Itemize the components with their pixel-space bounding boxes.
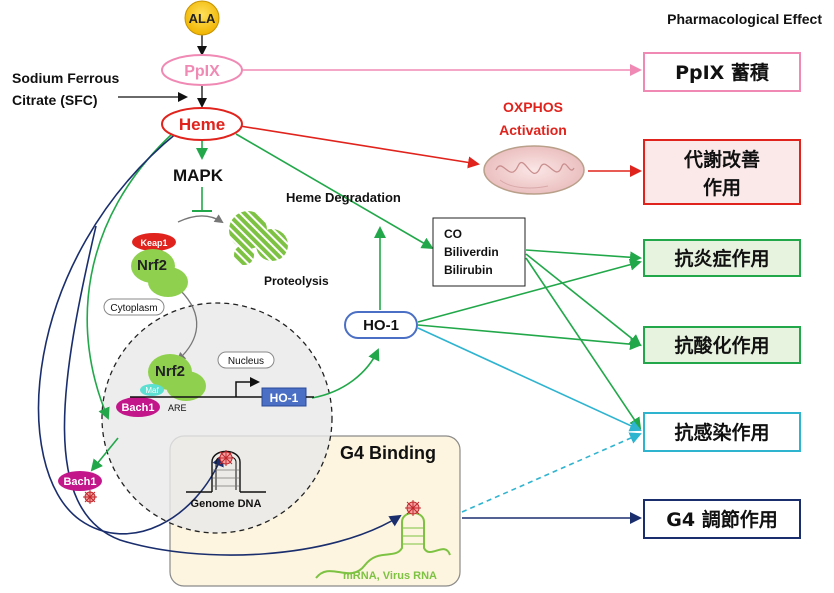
arrow-heme-oxphos	[239, 125, 480, 169]
effect-box-g4	[643, 499, 801, 539]
arrow-ho1-antioxid	[417, 324, 642, 351]
arrow-ho1-antiinfect	[417, 327, 642, 432]
mitochondrion-icon	[483, 145, 585, 195]
genome-dna-label: Genome DNA	[191, 498, 262, 510]
product-co: CO	[444, 227, 462, 241]
effect-g4-label: G4 調節作用	[666, 508, 777, 531]
g4-binding-title: G4 Binding	[340, 443, 436, 463]
cytoplasm-label: Cytoplasm	[110, 303, 157, 314]
effect-box-antiinflammatory	[643, 239, 801, 277]
arrow-keap1-proteolysis	[177, 214, 224, 224]
effect-box-ppix	[643, 52, 801, 92]
arrow-gene-ho1	[311, 348, 380, 399]
proteolysis-icon	[229, 211, 288, 265]
effect-box-metabolic	[643, 139, 801, 205]
product-biliverdin: Biliverdin	[444, 245, 499, 259]
effect-antiinflammatory-label: 抗炎症作用	[674, 247, 769, 270]
arrow-g4-antiinfect	[461, 432, 642, 513]
proteolysis-label: Proteolysis	[264, 274, 329, 288]
genome-dna-g4-icon	[186, 450, 266, 493]
nrf2-cyto-label: Nrf2	[137, 257, 167, 274]
header-title: Pharmacological Effect	[667, 11, 822, 27]
sfc-label-line1: Sodium Ferrous	[12, 70, 120, 86]
effect-box-antiinfection	[643, 412, 801, 452]
arrow-heme-rna-g4	[63, 225, 402, 556]
mapk-label: MAPK	[173, 166, 224, 185]
heme-label: Heme	[179, 115, 225, 134]
nrf2-nuc-label: Nrf2	[155, 363, 185, 380]
effect-metabolic-label-1: 代謝改善	[683, 148, 760, 171]
arrow-nrf2-translocation	[176, 289, 198, 362]
sfc-label-line2: Citrate (SFC)	[12, 92, 98, 108]
arrow-co-antioxid	[525, 253, 642, 347]
oxphos-label-line2: Activation	[499, 122, 567, 138]
arrow-heme-genome-g4	[37, 131, 224, 535]
ppix-node	[161, 54, 243, 86]
ppix-label: PpIX	[184, 63, 220, 80]
products-box	[432, 217, 526, 287]
heme-node	[161, 107, 243, 141]
ala-label: ALA	[189, 11, 216, 26]
ho1-gene-label: HO-1	[270, 391, 299, 405]
effect-ppix-label: PpIX 蓄積	[675, 61, 769, 84]
oxphos-label-line1: OXPHOS	[503, 99, 563, 115]
nucleus-label: Nucleus	[228, 356, 264, 367]
arrow-heme-degradation	[235, 133, 434, 250]
effect-antiinfection-label: 抗感染作用	[674, 421, 769, 444]
heme-bound-icon	[83, 490, 97, 504]
keap1-node	[132, 233, 176, 251]
maf-node	[140, 384, 164, 396]
ho1-protein-node	[344, 311, 418, 339]
cytoplasm-tag	[103, 298, 165, 316]
rna-g4-icon	[315, 500, 451, 579]
arrow-ho1-antiinflam	[417, 258, 642, 323]
arrow-co-antiinfect	[525, 257, 642, 430]
product-bilirubin: Bilirubin	[444, 263, 493, 277]
bach1-free-node	[58, 471, 102, 491]
bach1-free-label: Bach1	[63, 476, 96, 488]
arrow-co-antiinflam	[525, 249, 642, 264]
nucleus-tag	[217, 351, 275, 369]
bach1-nuc-node	[116, 397, 160, 417]
nrf2-cyto-node-2	[148, 267, 188, 297]
effect-box-antioxidant	[643, 326, 801, 364]
promoter-arrow	[235, 377, 260, 397]
bach1-nuc-label: Bach1	[121, 402, 154, 414]
ho1-protein-label: HO-1	[363, 317, 399, 334]
effect-metabolic-label-2: 作用	[703, 176, 741, 199]
keap1-label: Keap1	[140, 238, 167, 248]
arrow-bach1-export	[90, 437, 119, 472]
effect-antioxidant-label: 抗酸化作用	[674, 334, 769, 357]
arrow-heme-bach1	[86, 133, 173, 420]
heme-degradation-label: Heme Degradation	[286, 190, 401, 205]
ala-node	[184, 0, 220, 36]
nrf2-nuc-node-2	[166, 371, 206, 401]
mrna-label: mRNA, Virus RNA	[343, 570, 437, 582]
are-label: ARE	[168, 403, 187, 413]
maf-label: Maf	[145, 386, 159, 395]
